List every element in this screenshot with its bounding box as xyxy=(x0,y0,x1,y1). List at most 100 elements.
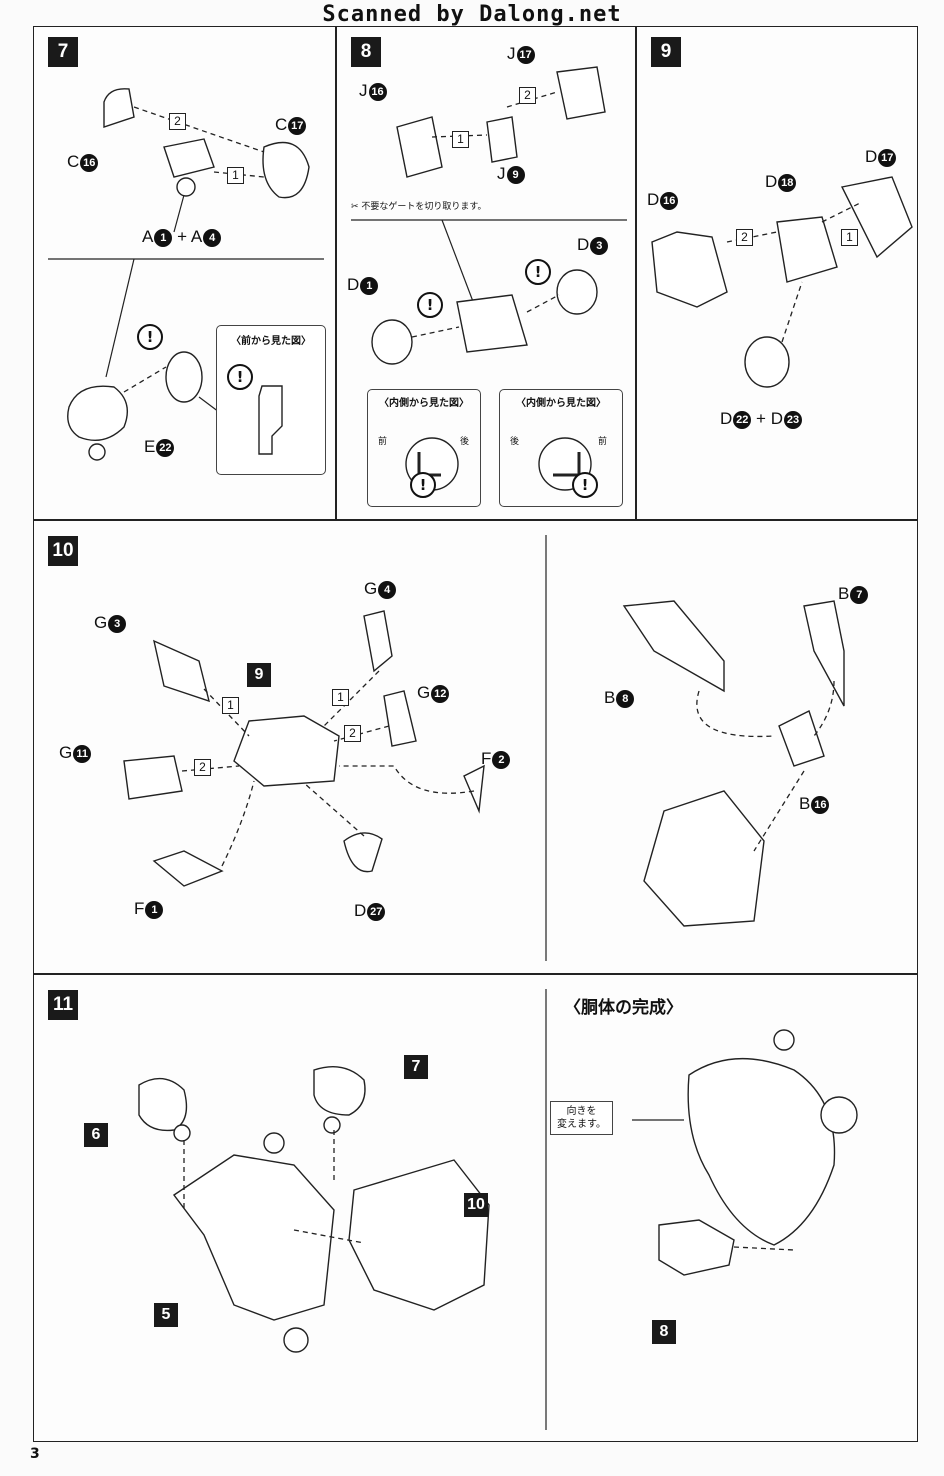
order-box: 1 xyxy=(332,689,349,706)
caution-icon: ! xyxy=(137,324,163,350)
label-letter: B xyxy=(799,794,811,813)
order-box: 1 xyxy=(227,167,244,184)
label-letter: B xyxy=(838,584,850,603)
rotate-note-callout: 向きを 変えます。 xyxy=(550,1101,613,1135)
label-number: 16 xyxy=(660,191,679,210)
order-box: 2 xyxy=(736,229,753,246)
label-number: 17 xyxy=(878,148,897,167)
order-box: 2 xyxy=(169,113,186,130)
label-letter: A xyxy=(190,227,203,246)
step-number: 9 xyxy=(651,37,681,67)
step-number: 10 xyxy=(48,536,78,566)
order-box: 2 xyxy=(344,725,361,742)
label-letter: J xyxy=(497,164,506,183)
label-number: 1 xyxy=(154,228,173,247)
front-view-drawing xyxy=(258,385,283,455)
label-number: 4 xyxy=(203,228,222,247)
label-number: 27 xyxy=(367,902,386,921)
label-number: 7 xyxy=(850,585,869,604)
inset-title: 〈内側から見た図〉 xyxy=(379,398,469,409)
label-number: 17 xyxy=(516,45,535,64)
label-letter: B xyxy=(604,688,616,707)
subassembly-7-marker: 7 xyxy=(404,1055,428,1079)
label-letter: D xyxy=(577,235,590,254)
subassembly-8-marker: 8 xyxy=(652,1320,676,1344)
label-number: 11 xyxy=(73,744,92,763)
label-number: 4 xyxy=(378,580,397,599)
label-number: 16 xyxy=(368,82,387,101)
order-box: 2 xyxy=(519,87,536,104)
front-view-inset: 〈前から見た図〉 ! xyxy=(216,325,326,475)
label-letter: D xyxy=(647,190,660,209)
label-number: 16 xyxy=(80,153,99,172)
back-label: 後 xyxy=(460,437,470,447)
label-letter: J xyxy=(359,81,368,100)
label-letter: G xyxy=(364,579,378,598)
back-label: 後 xyxy=(510,437,520,447)
inset-title: 〈前から見た図〉 xyxy=(231,336,311,347)
caution-icon: ! xyxy=(417,292,443,318)
order-box: 1 xyxy=(841,229,858,246)
step-11-drawing xyxy=(138,989,858,1430)
body-complete-title: 〈胴体の完成〉 xyxy=(564,998,683,1018)
label-letter: G xyxy=(417,683,431,702)
label-letter: C xyxy=(67,152,80,171)
step-number: 8 xyxy=(351,37,381,67)
inner-view-inset-left: 〈内側から見た図〉 前 後 ! xyxy=(367,389,481,507)
plus-sign: + xyxy=(177,227,188,246)
label-letter: A xyxy=(142,227,154,246)
label-number: 3 xyxy=(108,614,127,633)
subassembly-6-marker: 6 xyxy=(84,1123,108,1147)
step-9-drawing xyxy=(651,176,913,388)
step-number: 7 xyxy=(48,37,78,67)
label-letter: D xyxy=(770,409,783,428)
plus-sign: + xyxy=(756,409,766,428)
label-number: 16 xyxy=(811,795,830,814)
gate-note: ✂ 不要なゲートを切り取ります。 xyxy=(351,199,487,212)
label-letter: C xyxy=(275,115,288,134)
subassembly-10-marker: 10 xyxy=(464,1193,488,1217)
label-number: 18 xyxy=(778,173,797,192)
label-number: 9 xyxy=(506,165,525,184)
label-letter: E xyxy=(144,437,156,456)
label-letter: D xyxy=(354,901,367,920)
label-letter: D xyxy=(720,409,733,428)
order-box: 1 xyxy=(452,131,469,148)
label-letter: J xyxy=(507,44,516,63)
label-number: 3 xyxy=(590,236,609,255)
gate-note-text: 不要なゲートを切り取ります。 xyxy=(361,202,487,212)
label-number: 17 xyxy=(288,116,307,135)
label-number: 8 xyxy=(616,689,635,708)
scan-watermark: Scanned by Dalong.net xyxy=(322,2,622,27)
label-letter: F xyxy=(134,899,145,918)
label-number: 22 xyxy=(156,438,175,457)
label-letter: F xyxy=(481,749,492,768)
order-box: 2 xyxy=(194,759,211,776)
label-number: 2 xyxy=(492,750,511,769)
inset-title: 〈内側から見た図〉 xyxy=(516,398,606,409)
subassembly-5-marker: 5 xyxy=(154,1303,178,1327)
